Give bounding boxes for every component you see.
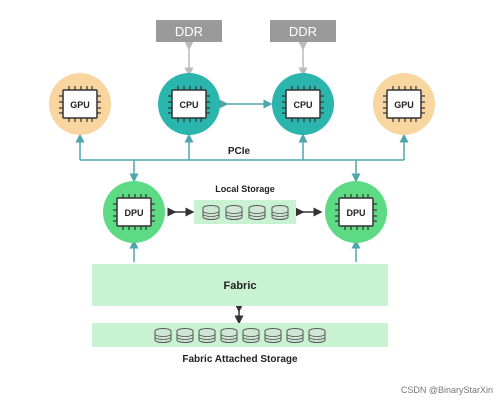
disk-icon <box>286 328 304 343</box>
disk-icon <box>308 328 326 343</box>
dpu-label-left: DPU <box>124 208 143 218</box>
cpu-node-right <box>272 73 334 135</box>
fabric-box <box>92 264 388 306</box>
ddr-label: DDR <box>288 23 318 39</box>
cpu-label-left: CPU <box>179 100 198 110</box>
ddr-box-right: DDR <box>270 20 336 42</box>
disk-icon <box>242 328 260 343</box>
pcie-label: PCIe <box>228 146 251 157</box>
disk-icon <box>202 205 220 220</box>
disk-icon <box>271 205 289 220</box>
cpu-node-left <box>158 73 220 135</box>
disk-icon <box>176 328 194 343</box>
cpu-label-right: CPU <box>293 100 312 110</box>
watermark: CSDN @BinaryStarXin <box>400 385 493 395</box>
disk-icon <box>225 205 243 220</box>
ddr-box-left: DDR <box>156 20 222 42</box>
gpu-label-left: GPU <box>70 100 90 110</box>
pcie-bus <box>75 133 409 183</box>
dpu-node-left <box>103 181 165 243</box>
disk-icon <box>198 328 216 343</box>
disk-icon <box>154 328 172 343</box>
dpu-label-right: DPU <box>346 208 365 218</box>
fabric-storage-box <box>92 323 388 347</box>
gpu-label-right: GPU <box>394 100 414 110</box>
dpu-node-right <box>325 181 387 243</box>
gpu-node-right <box>373 73 435 135</box>
disk-icon <box>248 205 266 220</box>
fabric-storage-label: Fabric Attached Storage <box>182 354 298 365</box>
ddr-label: DDR <box>174 23 204 39</box>
fabric-label: Fabric <box>223 280 256 292</box>
disk-icon <box>264 328 282 343</box>
gpu-node-left <box>49 73 111 135</box>
local-storage-label: Local Storage <box>215 184 275 194</box>
disk-icon <box>220 328 238 343</box>
